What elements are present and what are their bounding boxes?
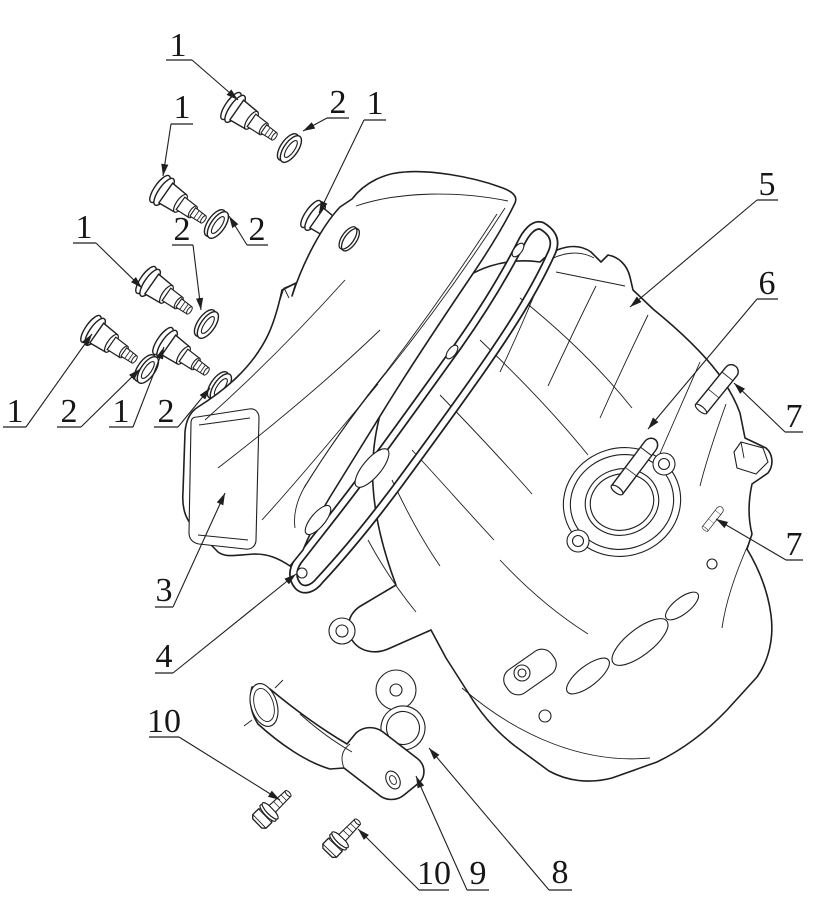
callout-label: 10	[147, 703, 181, 740]
callout-layer: 1 2 1 1 1 2 2	[3, 27, 803, 892]
callout-label: 2	[174, 211, 191, 248]
callout-11: 3	[155, 492, 226, 609]
intake-pipe-part-drawing	[243, 679, 425, 801]
callout-19: 9	[415, 775, 489, 892]
bolt-part-drawing	[216, 89, 286, 152]
callout-label: 7	[786, 398, 803, 435]
callout-label: 8	[552, 854, 569, 891]
callout-18: 10	[357, 828, 451, 892]
callout-label: 5	[759, 166, 776, 203]
callout-label: 2	[158, 393, 175, 430]
bolt-part-drawing	[131, 263, 201, 326]
callout-0: 1	[166, 27, 239, 101]
callout-label: 10	[417, 855, 451, 892]
callout-2: 1	[318, 85, 386, 214]
callout-16: 7	[715, 518, 803, 563]
seal-washer-part-drawing	[272, 129, 307, 167]
callout-label: 6	[759, 265, 776, 302]
callout-label: 7	[786, 526, 803, 563]
callout-label: 1	[367, 85, 384, 122]
callout-12: 4	[155, 573, 297, 675]
bolt-part-drawing	[76, 312, 146, 375]
seal-washer-part-drawing	[199, 205, 234, 243]
callout-label: 9	[470, 855, 487, 892]
callout-label: 1	[113, 393, 130, 430]
callout-label: 2	[61, 393, 78, 430]
callout-3: 1	[161, 89, 193, 177]
callout-14: 6	[647, 265, 778, 430]
cylinder-head-part-drawing	[328, 245, 773, 782]
callout-9: 1	[109, 346, 165, 430]
callout-1: 2	[302, 84, 349, 132]
callout-label: 1	[174, 89, 191, 126]
callout-label: 2	[330, 84, 347, 121]
callout-label: 1	[76, 209, 93, 246]
flange-bolt-part-drawing	[248, 783, 298, 832]
callout-label: 1	[7, 393, 24, 430]
callout-17: 10	[147, 703, 281, 801]
seal-washer-part-drawing	[189, 305, 224, 343]
callout-13: 5	[629, 166, 778, 308]
callout-7: 1	[3, 333, 93, 430]
callout-label: 1	[170, 27, 187, 64]
callout-15: 7	[733, 382, 803, 435]
callout-label: 2	[249, 211, 266, 248]
callout-label: 4	[156, 638, 173, 675]
callout-8: 2	[57, 368, 141, 430]
callout-6: 2	[228, 211, 268, 248]
gasket-part-drawing	[289, 220, 559, 594]
callout-4: 1	[73, 209, 143, 289]
callout-5: 2	[172, 211, 204, 311]
callout-20: 8	[428, 747, 572, 891]
flange-bolt-part-drawing	[319, 812, 368, 862]
callout-10: 2	[154, 387, 211, 430]
callout-label: 3	[156, 572, 173, 609]
cover-part-drawing	[181, 170, 517, 567]
seal-washer-part-drawing	[338, 226, 361, 252]
